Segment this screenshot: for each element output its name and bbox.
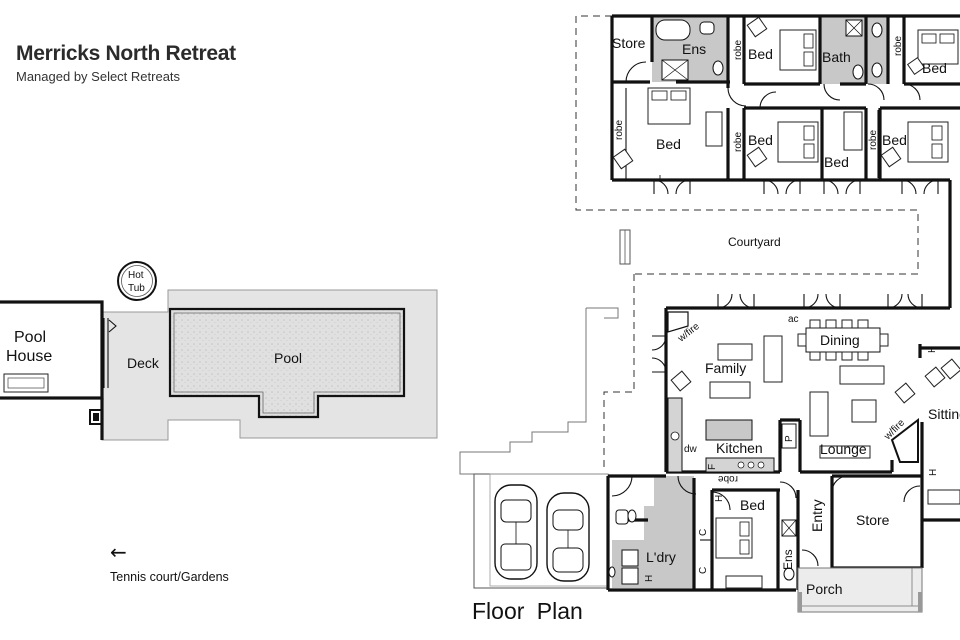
car-icon xyxy=(494,484,538,580)
room-label-bed: Bed xyxy=(882,132,907,148)
pool-area xyxy=(0,261,438,441)
room-label-store: Store xyxy=(612,35,646,51)
lower-wing xyxy=(606,471,924,613)
room-label-store: Store xyxy=(856,512,890,528)
outdoor-bounds xyxy=(575,15,919,470)
room-label-hot-tub: Tub xyxy=(128,283,145,294)
room-label-robe: robe xyxy=(893,36,904,56)
room-label-porch: Porch xyxy=(806,581,843,597)
room-label-bed: Bed xyxy=(748,46,773,62)
room-label-ensuite: Ens xyxy=(682,41,706,57)
carport xyxy=(473,473,609,589)
room-label-dining: Dining xyxy=(820,332,860,348)
bedroom-wing xyxy=(610,14,960,308)
room-label-kitchen: Kitchen xyxy=(716,440,763,456)
bed-furniture xyxy=(779,29,817,71)
bed-furniture xyxy=(715,517,753,559)
room-label-bed: Bed xyxy=(748,132,773,148)
room-label-bed: Bed xyxy=(656,136,681,152)
room-label-robe: robe xyxy=(614,120,625,140)
label-heater: H xyxy=(927,346,938,353)
page-title: Merricks North Retreat xyxy=(16,42,236,65)
label-cupboard: C xyxy=(698,529,709,536)
pool-surface xyxy=(168,307,406,419)
room-label-robe: robe xyxy=(733,132,744,152)
living-block xyxy=(651,293,960,522)
room-label-pool: Pool xyxy=(274,350,302,366)
label-pantry: P xyxy=(784,435,795,442)
room-label-ensuite: Ens xyxy=(781,549,795,570)
dining-table xyxy=(797,319,889,361)
label-fridge: F xyxy=(707,464,718,470)
room-label-lounge: Lounge xyxy=(820,441,867,457)
bed-furniture xyxy=(777,121,819,163)
label-heater: H xyxy=(928,469,939,476)
bed-furniture xyxy=(907,121,949,163)
paving-steps xyxy=(459,307,619,475)
room-label-robe: robe xyxy=(718,473,738,484)
hot-tub xyxy=(117,261,157,301)
room-label-laundry: L'dry xyxy=(646,549,676,565)
room-label-family: Family xyxy=(705,360,746,376)
room-label-robe: robe xyxy=(868,130,879,150)
label-air-con: ac xyxy=(788,314,799,325)
room-label-robe: robe xyxy=(733,40,744,60)
room-label-bath: Bath xyxy=(822,49,851,65)
floor-plan-label: Floor Plan xyxy=(472,598,583,624)
room-label-bed: Bed xyxy=(922,60,947,76)
room-label-sitting: Sitting xyxy=(928,406,960,422)
room-label-deck: Deck xyxy=(127,355,160,371)
room-label-hot-tub: Hot xyxy=(128,270,144,281)
label-dishwasher: dw xyxy=(684,444,698,455)
pool-house xyxy=(0,300,104,400)
bed-furniture xyxy=(917,29,959,65)
bed-furniture xyxy=(647,87,691,125)
room-label-courtyard: Courtyard xyxy=(728,235,781,249)
room-label-bed: Bed xyxy=(740,497,765,513)
label-heater: H xyxy=(714,495,725,502)
left-arrow-icon: ← xyxy=(110,540,127,564)
room-label-pool-house: Pool xyxy=(14,329,46,346)
label-cupboard: C xyxy=(698,567,709,574)
room-label-pool-house: House xyxy=(6,348,52,365)
room-label-bed: Bed xyxy=(824,154,849,170)
page-subtitle: Managed by Select Retreats xyxy=(16,69,181,84)
label-heater: H xyxy=(644,575,655,582)
porch xyxy=(797,567,923,613)
tennis-court-label: Tennis court/Gardens xyxy=(110,570,229,584)
room-label-entry: Entry xyxy=(809,499,825,532)
car-icon xyxy=(546,492,590,582)
